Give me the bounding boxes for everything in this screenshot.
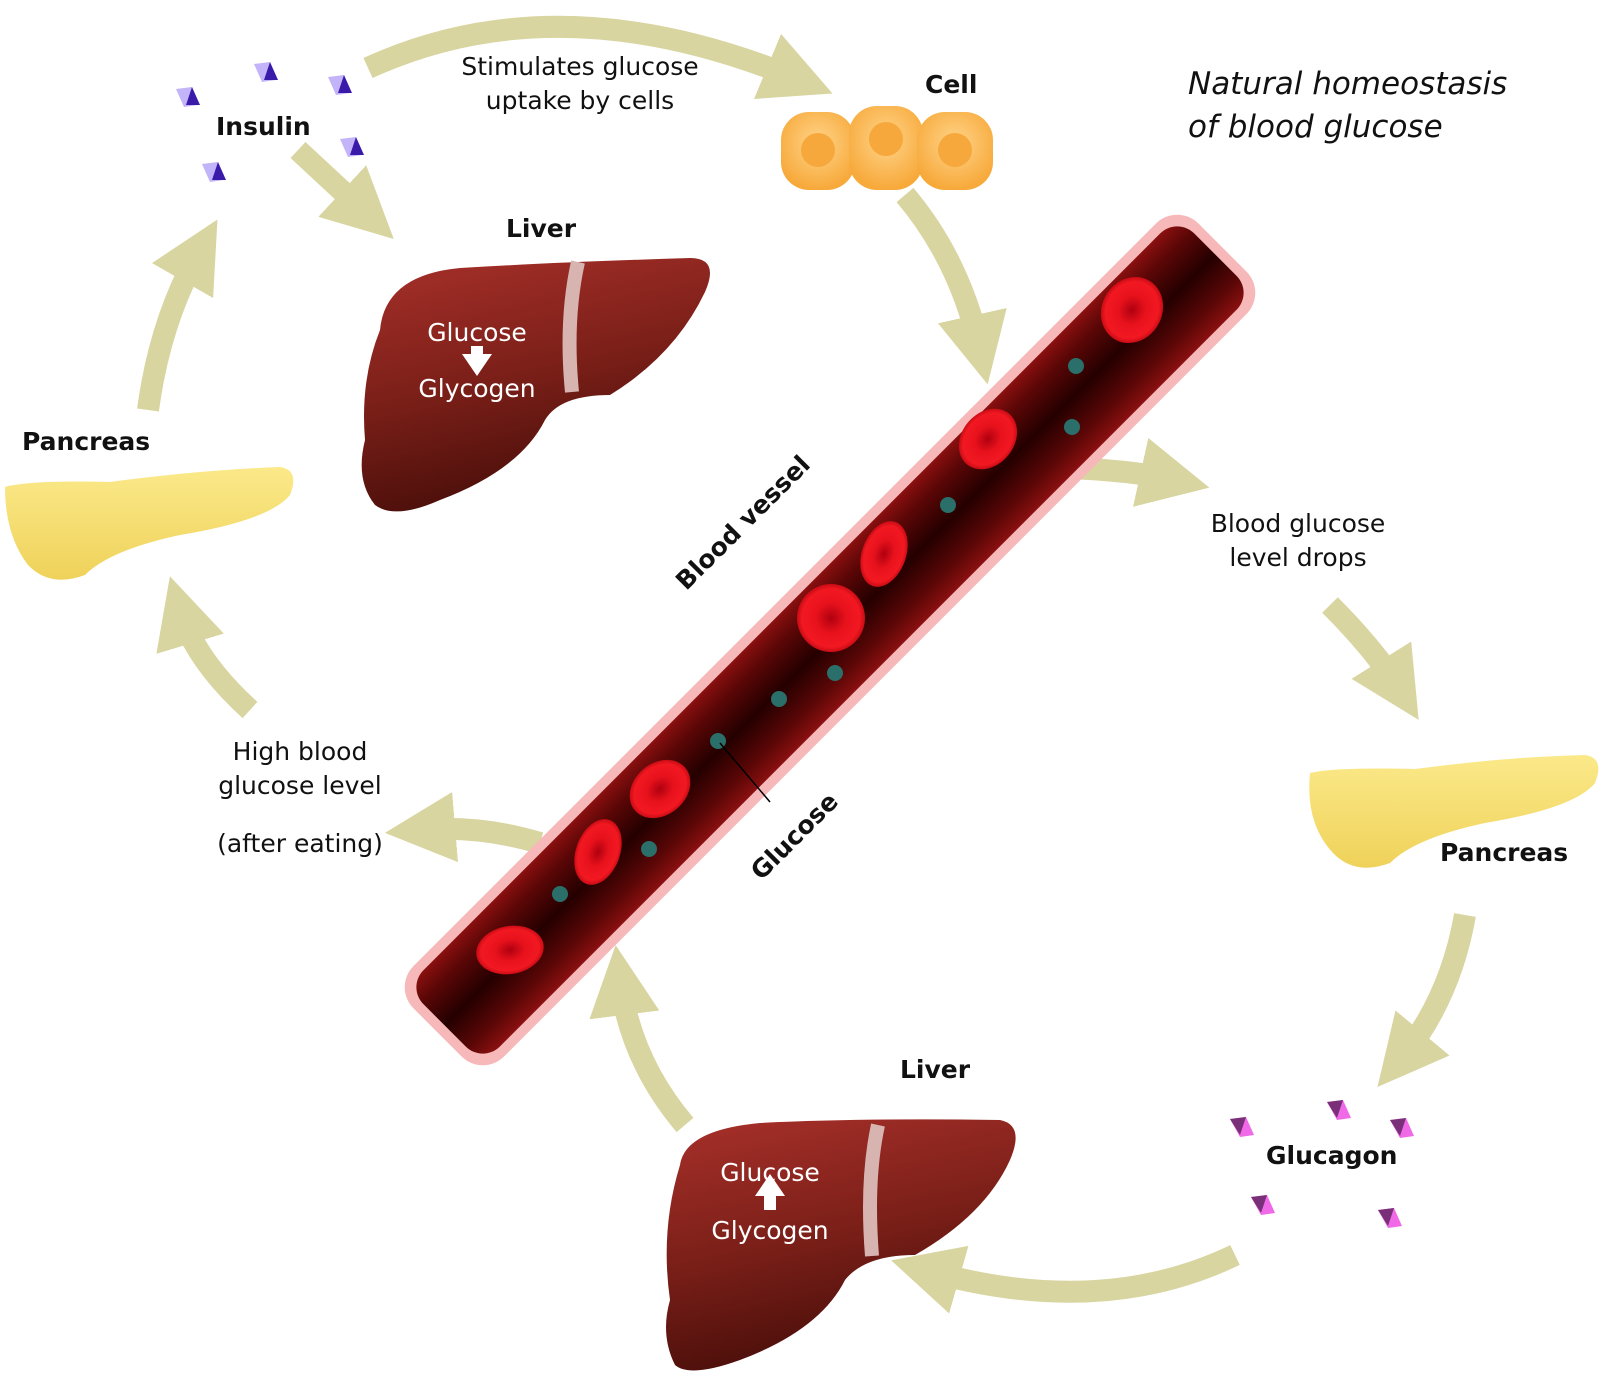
liver-top-illustration [361, 258, 710, 512]
glucose-dot [940, 497, 956, 513]
arrow-liver-to-vessel [589, 945, 694, 1133]
high-glucose-annotation: High blood glucose level (after eating) [217, 737, 383, 858]
arrow-insulin-to-cell [363, 15, 833, 99]
liver-bottom-label: Liver [900, 1055, 971, 1084]
pancreas-left-label: Pancreas [22, 427, 151, 456]
liver-bottom-glucose-text: Glucose [720, 1158, 820, 1187]
arrow-vessel-to-high [384, 792, 544, 863]
pancreas-left-illustration [5, 467, 294, 580]
arrow-pancreas-to-insulin [137, 219, 218, 412]
insulin-label: Insulin [216, 112, 311, 141]
glucose-dot [771, 691, 787, 707]
liver-top-glucose-text: Glucose [427, 318, 527, 347]
glucose-dot [1064, 419, 1080, 435]
stimulates-uptake-annotation: Stimulates glucose uptake by cells [461, 52, 699, 115]
arrow-glucagon-to-liver [891, 1245, 1240, 1314]
rbc [629, 759, 691, 819]
cycle-arrows [137, 15, 1476, 1314]
cell-nucleus [801, 133, 835, 167]
arrow-cell-to-vessel [896, 187, 1007, 385]
cell-label: Cell [925, 70, 978, 99]
pancreas-right-label: Pancreas [1440, 838, 1569, 867]
glucose-dot [552, 886, 568, 902]
rbc [476, 925, 544, 975]
rbc [860, 521, 908, 587]
arrow-high-to-pancreas [156, 576, 258, 719]
liver-top-label: Liver [506, 214, 577, 243]
liver-top-glycogen-text: Glycogen [418, 374, 536, 403]
arrow-down-icon [462, 354, 492, 376]
cell-cluster [781, 106, 993, 190]
arrow-insulin-to-liver [290, 141, 394, 239]
glucagon-molecules [1230, 1100, 1414, 1228]
glucose-pointer-line [719, 742, 771, 803]
arrow-down-icon-shaft [471, 346, 483, 356]
glucose-dot [1068, 358, 1084, 374]
title-line-1: Natural homeostasis [1188, 66, 1508, 102]
insulin-molecules [176, 62, 364, 182]
glucose-drops-annotation: Blood glucose level drops [1210, 509, 1386, 572]
cell-nucleus [869, 122, 903, 156]
title-line-2: of blood glucose [1188, 109, 1443, 145]
liver-bottom-glycogen-text: Glycogen [711, 1216, 829, 1245]
glucose-particles [552, 358, 1084, 902]
rbc [1100, 276, 1164, 344]
arrow-pancreas-to-glucagon [1377, 913, 1476, 1088]
rbc [797, 584, 865, 652]
glucose-dot [827, 665, 843, 681]
cell-nucleus [938, 133, 972, 167]
arrow-up-icon [755, 1174, 785, 1196]
pancreas-right-illustration [1309, 755, 1599, 868]
glucagon-label: Glucagon [1266, 1141, 1398, 1170]
arrow-up-icon-shaft [764, 1196, 776, 1210]
diagram-title: Natural homeostasis of blood glucose [1188, 63, 1507, 149]
rbc [574, 819, 622, 885]
glucose-dot [641, 841, 657, 857]
red-blood-cells [476, 276, 1164, 975]
liver-bottom-illustration [666, 1119, 1016, 1371]
arrow-drop-to-pancreas [1322, 597, 1419, 720]
rbc [958, 408, 1018, 470]
